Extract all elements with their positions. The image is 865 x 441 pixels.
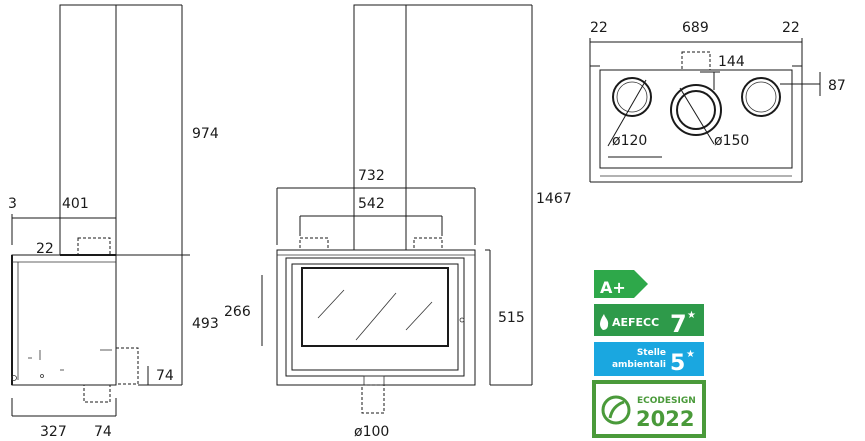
front-air-inlet <box>361 384 385 414</box>
top-rear-collar <box>681 51 711 71</box>
stelle-label-line1: Stelle <box>637 348 666 358</box>
top-view: 22 689 22 144 87 ø120 ø150 <box>589 20 846 183</box>
dim-side-base-height: 74 <box>156 368 174 384</box>
side-view: 3 401 22 974 493 74 327 74 <box>8 4 219 440</box>
energy-class-badge <box>594 270 648 298</box>
front-view: 732 542 1467 266 515 ø100 <box>224 4 572 440</box>
dim-top-side-offset: 87 <box>828 78 846 94</box>
dim-side-body-height: 493 <box>192 316 219 332</box>
dim-top-left-margin: 22 <box>590 20 608 36</box>
front-inner-frame <box>285 257 465 377</box>
side-air-box <box>83 384 111 403</box>
leaf-icon <box>601 395 631 425</box>
dim-front-total-height: 1467 <box>536 191 572 207</box>
stelle-stars: 5 <box>670 351 685 376</box>
dim-top-flue-offset: 144 <box>718 54 745 70</box>
aefecc-badge <box>594 304 704 336</box>
stelle-badge <box>594 342 704 376</box>
ecodesign-label: ECODESIGN <box>637 396 696 406</box>
side-top-collar <box>77 237 111 256</box>
front-left-collar <box>299 237 329 251</box>
top-left-flue <box>612 77 652 117</box>
aefecc-star-icon: ★ <box>687 310 696 321</box>
dim-front-body-height: 515 <box>498 310 525 326</box>
flame-icon <box>600 314 609 330</box>
dim-front-glass-height: 266 <box>224 304 251 320</box>
front-right-collar <box>413 237 443 251</box>
side-rear-box <box>115 347 139 385</box>
dim-front-inner-width: 542 <box>358 196 385 212</box>
dim-top-main-flue: ø150 <box>714 133 749 149</box>
aefecc-stars: 7 <box>670 310 687 338</box>
ecodesign-year: 2022 <box>636 407 694 431</box>
aefecc-label: AEFECC <box>612 316 659 329</box>
energy-class-label: A+ <box>600 278 626 297</box>
dim-front-outer-width: 732 <box>358 168 385 184</box>
dim-top-small-flue: ø120 <box>612 133 647 149</box>
front-glass <box>301 267 449 347</box>
stelle-label-line2: ambientali <box>612 360 666 370</box>
dim-side-flue-offset: 22 <box>36 241 54 257</box>
dim-side-chimney-height: 974 <box>192 126 219 142</box>
side-body <box>11 254 117 386</box>
top-right-flue <box>741 77 781 117</box>
badges: A+ AEFECC 7 ★ Stelle ambientali 5 ★ ECOD… <box>592 270 706 438</box>
dim-side-top-offset: 3 <box>8 196 17 212</box>
front-chimney <box>353 4 407 251</box>
dim-side-depth: 327 <box>40 424 67 440</box>
dim-side-width-upper: 401 <box>62 196 89 212</box>
front-outer-frame <box>276 249 476 386</box>
dim-top-width: 689 <box>682 20 709 36</box>
stelle-star-icon: ★ <box>686 349 695 360</box>
dim-side-depth-extra: 74 <box>94 424 112 440</box>
dim-top-right-margin: 22 <box>782 20 800 36</box>
top-main-flue <box>670 84 722 136</box>
dim-front-air-inlet: ø100 <box>354 424 389 440</box>
